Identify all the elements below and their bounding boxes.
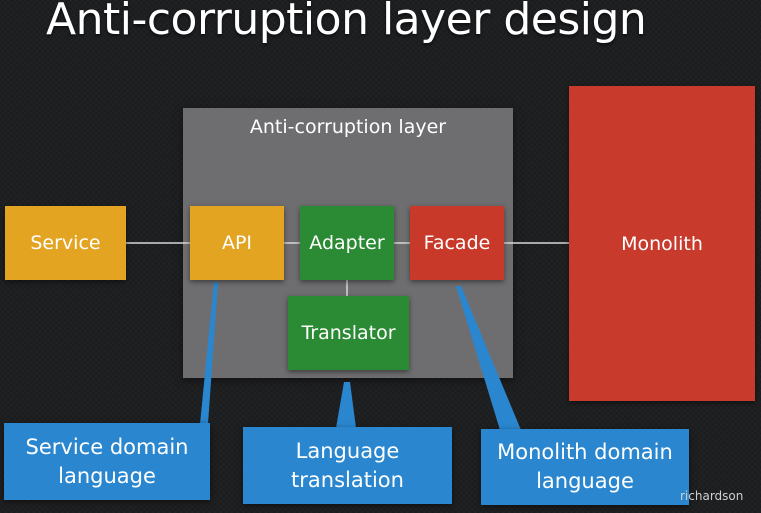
adapter-label: Adapter [309, 232, 385, 254]
callout-service-domain-text: Service domain language [25, 434, 189, 488]
adapter-box: Adapter [300, 206, 394, 280]
service-box: Service [5, 206, 126, 280]
author-credit: richardson [680, 489, 744, 503]
facade-label: Facade [423, 232, 491, 254]
translator-box: Translator [288, 296, 409, 370]
slide-title: Anti-corruption layer design [46, 0, 647, 45]
callout-monolith-domain-text: Monolith domain language [497, 440, 673, 493]
callout-pointer-monolith [456, 286, 521, 430]
callout-language-translation-text: Language translation [291, 438, 404, 492]
facade-box: Facade [410, 206, 504, 280]
translator-label: Translator [301, 322, 396, 344]
monolith-label: Monolith [621, 232, 703, 255]
monolith-box: Monolith [569, 86, 755, 401]
api-box: API [190, 206, 284, 280]
callout-pointer-language [336, 382, 356, 428]
service-label: Service [30, 232, 101, 254]
callout-pointer-service [200, 282, 218, 424]
callout-monolith-domain-language: Monolith domain language [481, 429, 689, 505]
api-label: API [221, 232, 253, 254]
anti-corruption-layer-label: Anti-corruption layer [249, 116, 447, 138]
callout-service-domain-language: Service domain language [4, 423, 210, 500]
callout-language-translation: Language translation [243, 427, 452, 504]
